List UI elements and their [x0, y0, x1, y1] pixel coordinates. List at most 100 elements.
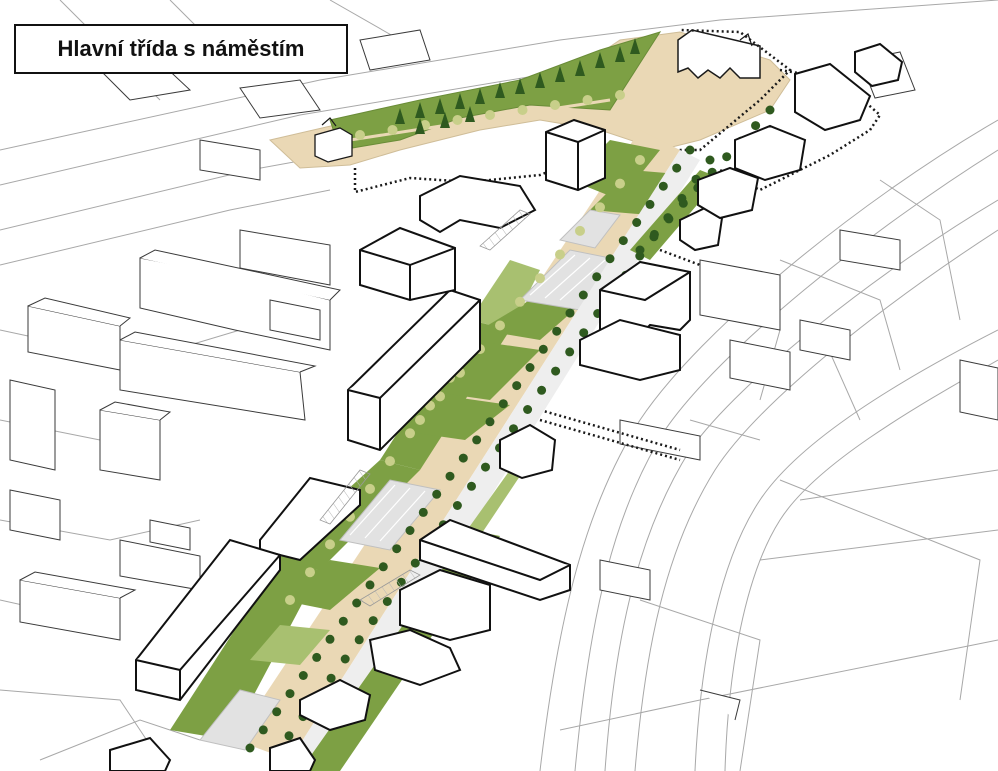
tree-icon [615, 90, 625, 100]
tree-icon [525, 363, 535, 372]
tree-icon [485, 110, 495, 120]
diagram-title: Hlavní třída s náměstím [14, 24, 348, 74]
conifer-icon [535, 72, 545, 88]
tree-icon [285, 689, 295, 699]
tree-icon [705, 155, 715, 165]
tree-icon [485, 417, 495, 427]
tree-icon [765, 105, 775, 115]
tree-icon [645, 199, 655, 209]
tree-icon [515, 296, 525, 307]
tree-icon [355, 130, 365, 140]
tree-icon [284, 731, 294, 741]
tree-icon [452, 501, 462, 510]
tree-icon [338, 616, 348, 626]
tree-icon [523, 405, 533, 414]
tree-icon [325, 539, 335, 550]
tree-icon [575, 225, 585, 236]
tree-icon [512, 381, 522, 391]
tree-icon [632, 218, 642, 227]
tree-icon [635, 245, 645, 255]
tree-icon [368, 616, 378, 626]
tree-icon [481, 462, 490, 472]
tree-icon [605, 254, 615, 264]
conifer-icon [575, 60, 585, 76]
conifer-icon [630, 38, 640, 54]
tree-icon [722, 152, 732, 162]
tree-icon [298, 671, 308, 680]
tree-icon [537, 385, 547, 395]
tree-icon [392, 544, 402, 554]
tree-icon [432, 489, 442, 499]
tree-icon [678, 198, 688, 208]
tree-icon [578, 290, 588, 300]
tree-icon [552, 326, 562, 336]
conifer-icon [615, 46, 625, 62]
tree-icon [538, 344, 548, 354]
conifer-icon [555, 66, 565, 82]
tree-icon [649, 229, 659, 239]
tree-icon [415, 415, 425, 425]
tree-icon [565, 308, 575, 318]
tree-icon [340, 654, 350, 664]
tree-icon [405, 428, 415, 439]
tree-icon [579, 328, 589, 338]
tree-icon [555, 249, 565, 260]
tree-icon [615, 178, 625, 189]
tree-icon [385, 456, 395, 467]
boulevard-buildings [109, 42, 904, 771]
tree-icon [509, 424, 518, 434]
tree-icon [664, 214, 674, 224]
tree-icon [635, 155, 645, 165]
tree-icon [405, 526, 415, 535]
tree-icon [285, 595, 295, 605]
conifer-icon [475, 88, 485, 104]
conifer-icon [435, 98, 445, 114]
tree-icon [365, 483, 375, 494]
conifer-icon [595, 52, 605, 68]
conifer-icon [440, 112, 450, 128]
tree-icon [258, 725, 268, 735]
tree-icon [751, 121, 761, 131]
conifer-icon [415, 118, 425, 134]
tree-icon [498, 399, 508, 409]
tree-icon [618, 236, 628, 246]
tree-icon [550, 100, 560, 110]
tree-icon [517, 105, 528, 115]
tree-icon [458, 453, 468, 463]
tree-icon [312, 652, 322, 662]
tree-icon [326, 673, 336, 683]
tree-icon [272, 707, 282, 717]
tree-icon [582, 95, 593, 105]
tree-icon [387, 125, 398, 135]
tree-icon [467, 481, 476, 491]
tree-icon [452, 115, 463, 125]
conifer-icon [465, 106, 475, 122]
tree-icon [365, 580, 375, 590]
tree-icon [535, 273, 545, 284]
tree-icon [592, 272, 602, 282]
tree-icon [445, 471, 455, 481]
tree-icon [245, 743, 255, 753]
conifer-icon [415, 102, 425, 118]
tree-icon [325, 634, 335, 644]
tree-icon [685, 145, 695, 155]
tree-icon [352, 598, 362, 608]
tree-icon [595, 202, 605, 213]
tree-icon [382, 597, 392, 606]
tree-icon [305, 567, 315, 578]
park-conifers [395, 38, 640, 134]
tree-icon [551, 366, 561, 376]
conifer-icon [515, 78, 525, 94]
square-park [268, 29, 791, 169]
tree-icon [410, 558, 420, 568]
conifer-icon [495, 82, 505, 98]
tree-icon [378, 562, 388, 572]
tree-icon [418, 507, 428, 517]
conifer-icon [455, 93, 465, 109]
tree-icon [495, 320, 505, 331]
tree-icon [658, 181, 668, 191]
tree-icon [565, 347, 575, 357]
tree-icon [672, 163, 682, 173]
conifer-icon [395, 108, 405, 124]
